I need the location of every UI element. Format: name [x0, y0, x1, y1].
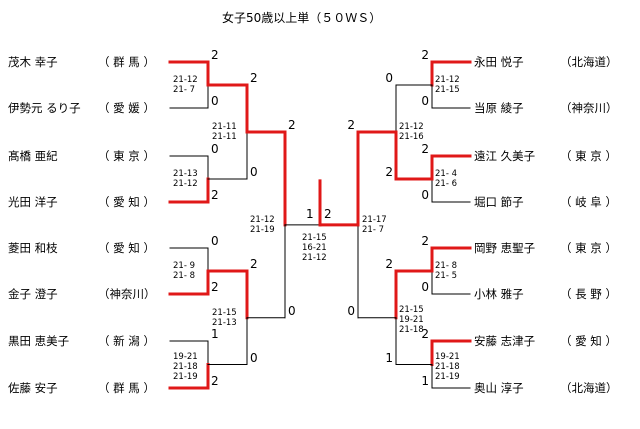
r1-score-left: 21- 8: [173, 271, 195, 281]
player-name-right: 奥山 淳子: [474, 381, 524, 395]
player-pref-right: （ 岐 阜 ）: [560, 195, 617, 209]
page-title: 女子50歳以上単（５０ＷＳ）: [222, 11, 382, 25]
player-name-left: 光田 洋子: [8, 195, 58, 209]
player-pref-left: （ 愛 知 ）: [98, 195, 155, 209]
r1-result-right: 1: [421, 374, 429, 388]
player-pref-left: （ 新 潟 ）: [98, 334, 155, 348]
r1-result-left: 1: [211, 327, 219, 341]
sf-result-left: 0: [288, 303, 296, 318]
r1-score-right: 19-21: [435, 351, 460, 362]
player-name-left: 伊勢元 るり子: [8, 101, 81, 115]
r1-result-left: 0: [211, 94, 219, 108]
player-name-right: 堀口 節子: [474, 195, 524, 209]
r2-result-right: 2: [385, 257, 393, 271]
sf-score-left: 21-12: [250, 214, 275, 225]
player-pref-right: （ 長 野 ）: [560, 287, 617, 301]
r1-result-left: 2: [211, 374, 219, 388]
player-pref-left: （神奈川）: [98, 287, 156, 301]
r2-score-right: 21-16: [399, 132, 424, 142]
r2-score-left: 21-15: [212, 307, 237, 318]
player-pref-right: （ 東 京 ）: [560, 149, 617, 163]
sf-score-right: 21-17: [362, 214, 387, 225]
r1-score-left: 21- 7: [173, 85, 195, 95]
r2-score-left: 21-11: [212, 122, 237, 132]
r1-score-right: 21-15: [435, 85, 460, 95]
r2-score-left: 21-13: [212, 317, 237, 328]
r1-result-right: 0: [421, 188, 429, 202]
sf-result-right: 2: [347, 118, 355, 132]
r2-result-right: 1: [385, 350, 393, 365]
r1-result-left: 0: [211, 234, 219, 248]
player-pref-left: （ 東 京 ）: [98, 149, 155, 163]
player-pref-right: （北海道）: [560, 381, 618, 395]
r2-score-left: 21-11: [212, 132, 237, 142]
final-score: 16-21: [302, 242, 327, 253]
player-pref-right: （ 東 京 ）: [560, 241, 617, 255]
r2-result-right: 2: [385, 165, 393, 179]
player-pref-left: （ 群 馬 ）: [98, 381, 155, 395]
player-pref-right: （ 愛 知 ）: [560, 334, 617, 348]
player-name-right: 当原 綾子: [474, 101, 524, 115]
player-name-right: 遠江 久美子: [474, 149, 536, 163]
player-name-left: 髙橋 亜紀: [8, 149, 58, 163]
r1-score-right: 21- 5: [435, 271, 457, 281]
r1-score-left: 21-12: [173, 179, 198, 189]
r1-score-left: 21-19: [173, 371, 198, 382]
player-pref-right: （北海道）: [560, 55, 618, 69]
final-score: 21-15: [302, 232, 327, 243]
r1-score-right: 21- 8: [435, 261, 457, 271]
player-name-right: 小林 雅子: [474, 287, 524, 301]
r1-result-right: 2: [421, 142, 429, 156]
r1-result-left: 2: [211, 280, 219, 294]
final-score: 21-12: [302, 252, 327, 263]
r1-score-right: 21-19: [435, 371, 460, 382]
r2-score-right: 21-18: [399, 324, 424, 335]
r2-result-left: 0: [250, 350, 258, 365]
r2-score-right: 21-15: [399, 304, 424, 315]
r1-result-right: 2: [421, 48, 429, 62]
r1-result-right: 0: [421, 280, 429, 294]
r2-result-left: 2: [250, 71, 258, 85]
r1-result-right: 0: [421, 94, 429, 108]
sf-score-left: 21-19: [250, 224, 275, 235]
player-name-left: 茂木 幸子: [8, 55, 58, 69]
player-name-left: 菱田 和枝: [8, 241, 58, 255]
player-pref-left: （ 愛 媛 ）: [98, 101, 155, 115]
r1-score-right: 21- 6: [435, 179, 457, 189]
r1-result-right: 2: [421, 234, 429, 248]
player-name-left: 金子 澄子: [8, 287, 58, 301]
sf-result-right: 0: [347, 303, 355, 318]
r1-score-left: 21-18: [173, 361, 198, 372]
sf-score-right: 21- 7: [362, 224, 384, 235]
r1-result-left: 2: [211, 188, 219, 202]
r1-result-right: 2: [421, 327, 429, 341]
player-name-right: 永田 悦子: [474, 55, 524, 69]
r1-score-left: 19-21: [173, 351, 198, 362]
final-result-left: 1: [306, 206, 314, 221]
player-pref-left: （ 愛 知 ）: [98, 241, 155, 255]
player-pref-right: （神奈川）: [560, 101, 618, 115]
sf-result-left: 2: [288, 118, 296, 132]
player-name-right: 岡野 恵聖子: [474, 241, 536, 255]
r1-result-left: 0: [211, 142, 219, 156]
r1-score-right: 21-18: [435, 361, 460, 372]
r2-result-right: 0: [385, 71, 393, 85]
r1-result-left: 2: [211, 48, 219, 62]
r2-result-left: 0: [250, 165, 258, 179]
player-name-right: 安藤 志津子: [474, 334, 536, 348]
r2-result-left: 2: [250, 257, 258, 271]
r1-score-right: 21- 4: [435, 169, 457, 179]
final-result-right: 2: [324, 206, 332, 221]
player-pref-left: （ 群 馬 ）: [98, 55, 155, 69]
r1-score-left: 21-13: [173, 169, 198, 179]
r1-score-left: 21- 9: [173, 261, 195, 271]
r2-score-right: 19-21: [399, 314, 424, 325]
r2-score-right: 21-12: [399, 122, 424, 132]
r1-score-right: 21-12: [435, 75, 460, 85]
player-name-left: 佐藤 安子: [8, 381, 58, 395]
player-name-left: 黒田 恵美子: [8, 334, 70, 348]
r1-score-left: 21-12: [173, 75, 198, 85]
